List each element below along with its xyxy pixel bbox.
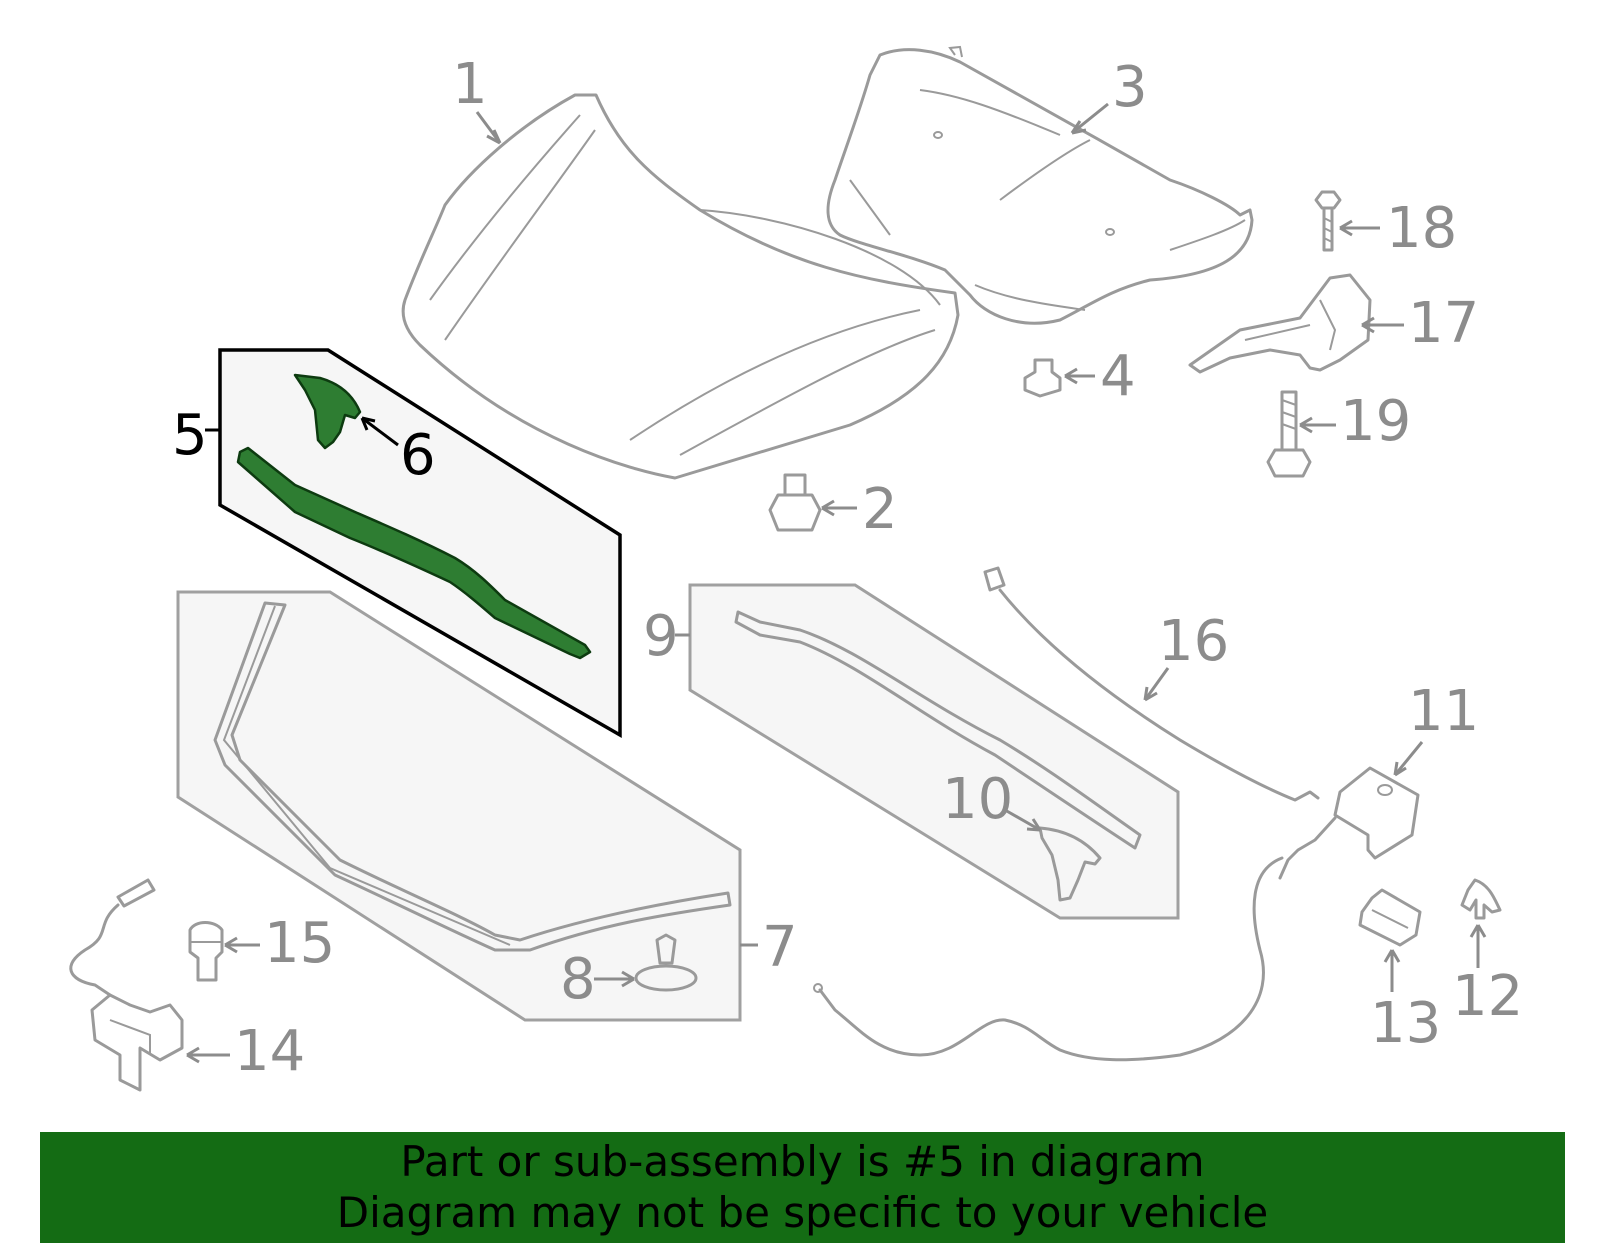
arrow-6 <box>360 416 376 431</box>
arrow-3 <box>1070 120 1087 135</box>
callout-2: 2 <box>862 477 898 542</box>
part-7-box <box>176 590 742 1022</box>
part-2-bumper <box>768 473 822 532</box>
part-13-clip <box>1358 888 1422 947</box>
info-banner: Part or sub-assembly is #5 in diagram Di… <box>40 1132 1565 1243</box>
arrow-16 <box>1143 686 1158 702</box>
banner-line-1: Part or sub-assembly is #5 in diagram <box>400 1137 1205 1186</box>
leader-6 <box>361 416 399 447</box>
part-1-hood <box>401 93 960 480</box>
callout-15: 15 <box>264 911 335 976</box>
callout-5: 5 <box>172 403 208 468</box>
leader-16 <box>1143 667 1170 701</box>
callout-3: 3 <box>1112 55 1148 120</box>
arrow-18 <box>1339 219 1353 237</box>
banner-line-2: Diagram may not be specific to your vehi… <box>336 1188 1269 1237</box>
part-12-clip <box>1460 878 1502 920</box>
callout-17: 17 <box>1408 291 1479 356</box>
leader-10 <box>1004 808 1041 832</box>
arrow-4 <box>1064 367 1078 385</box>
arrow-2 <box>821 499 835 517</box>
part-17-hinge <box>1188 273 1372 374</box>
arrow-11 <box>1393 761 1407 777</box>
callout-16: 16 <box>1158 609 1229 674</box>
part-10-clip <box>1038 826 1102 902</box>
callout-18: 18 <box>1386 196 1457 261</box>
part-18-bolt <box>1314 190 1342 252</box>
callout-10: 10 <box>942 767 1013 832</box>
callout-14: 14 <box>234 1019 305 1084</box>
leader-3 <box>1071 102 1109 135</box>
callout-13: 13 <box>1370 991 1441 1056</box>
callout-4: 4 <box>1100 344 1136 409</box>
part-6-clip[interactable] <box>293 373 362 450</box>
part-19-bolt <box>1266 390 1312 478</box>
arrow-1 <box>486 129 502 145</box>
part-8-pin <box>634 933 698 992</box>
callout-7: 7 <box>762 915 798 980</box>
part-9-seal <box>734 610 1142 850</box>
part-9-box <box>688 583 1180 920</box>
callout-11: 11 <box>1408 679 1479 744</box>
arrow-14 <box>186 1046 200 1064</box>
part-7-seal <box>213 601 732 952</box>
callout-8: 8 <box>560 947 596 1012</box>
arrow-12 <box>1469 924 1487 938</box>
callout-1: 1 <box>452 52 488 117</box>
arrow-17 <box>1361 316 1375 334</box>
callout-19: 19 <box>1340 389 1411 454</box>
arrow-13 <box>1383 949 1401 963</box>
callout-6: 6 <box>400 423 436 488</box>
part-3-hood-insulator <box>826 45 1254 325</box>
leader-11 <box>1393 741 1424 776</box>
part-11-latch <box>813 766 1420 1062</box>
part-14-latch <box>69 878 184 1092</box>
callout-12: 12 <box>1452 964 1523 1029</box>
part-5-seal[interactable] <box>236 446 592 660</box>
arrow-10 <box>1026 818 1042 832</box>
arrow-19 <box>1299 416 1313 434</box>
part-16-cable <box>983 566 1320 802</box>
arrow-8 <box>621 970 635 988</box>
arrow-15 <box>224 936 238 954</box>
part-4-bumper <box>1023 358 1062 398</box>
callout-9: 9 <box>643 604 679 669</box>
part-15-bumper <box>188 921 224 982</box>
